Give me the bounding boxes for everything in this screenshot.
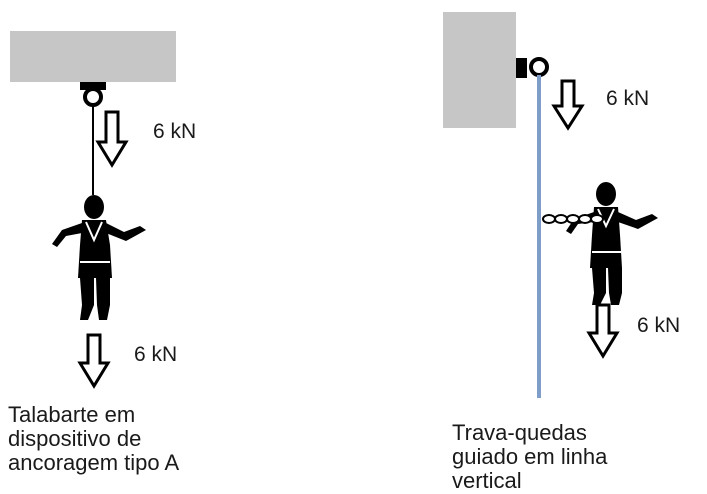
right-anchor-device (516, 57, 549, 78)
left-force-label-bottom: 6 kN (134, 343, 178, 366)
right-force-label-bottom: 6 kN (637, 314, 681, 337)
right-force-arrow-top (551, 79, 585, 131)
right-caption-line-3: vertical (452, 468, 522, 493)
left-harness (80, 221, 110, 263)
right-connector-chain (542, 214, 604, 224)
right-caption: Trava-quedas guiado em linha vertical (452, 421, 607, 493)
right-person-figure (566, 182, 658, 305)
left-anchor-block (10, 31, 176, 82)
right-caption-line-2: guiado em linha (452, 444, 608, 469)
left-force-arrow-bottom (77, 333, 111, 389)
right-force-label-top: 6 kN (606, 87, 650, 110)
right-harness (592, 208, 622, 253)
left-force-label-top: 6 kN (153, 120, 197, 143)
right-caption-line-1: Trava-quedas (452, 420, 587, 445)
left-force-arrow-top (95, 110, 129, 168)
left-caption-line-3: ancoragem tipo A (8, 450, 180, 475)
right-anchor-block (443, 12, 516, 128)
left-person-figure (52, 195, 146, 320)
left-anchor-device (80, 82, 106, 107)
left-caption: Talabarte em dispositivo de ancoragem ti… (8, 403, 179, 475)
left-caption-line-2: dispositivo de (8, 426, 142, 451)
right-force-arrow-bottom (586, 303, 620, 359)
left-caption-line-1: Talabarte em (8, 402, 136, 427)
